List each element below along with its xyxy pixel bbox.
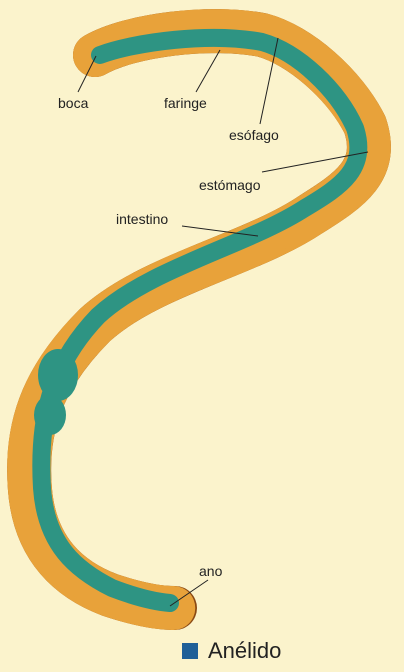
caption-square-icon bbox=[182, 643, 198, 659]
label-boca: boca bbox=[58, 95, 89, 111]
label-ano: ano bbox=[199, 563, 223, 579]
crop-bulge bbox=[34, 395, 66, 435]
caption-text: Anélido bbox=[208, 638, 281, 664]
figure-caption: Anélido bbox=[182, 638, 281, 664]
label-estomago: estómago bbox=[199, 177, 261, 193]
label-faringe: faringe bbox=[164, 95, 207, 111]
worm-body bbox=[29, 31, 369, 608]
stomach-bulge bbox=[38, 349, 78, 401]
label-esofago: esófago bbox=[229, 127, 279, 143]
digestive-tract bbox=[34, 38, 358, 603]
label-intestino: intestino bbox=[116, 211, 168, 227]
